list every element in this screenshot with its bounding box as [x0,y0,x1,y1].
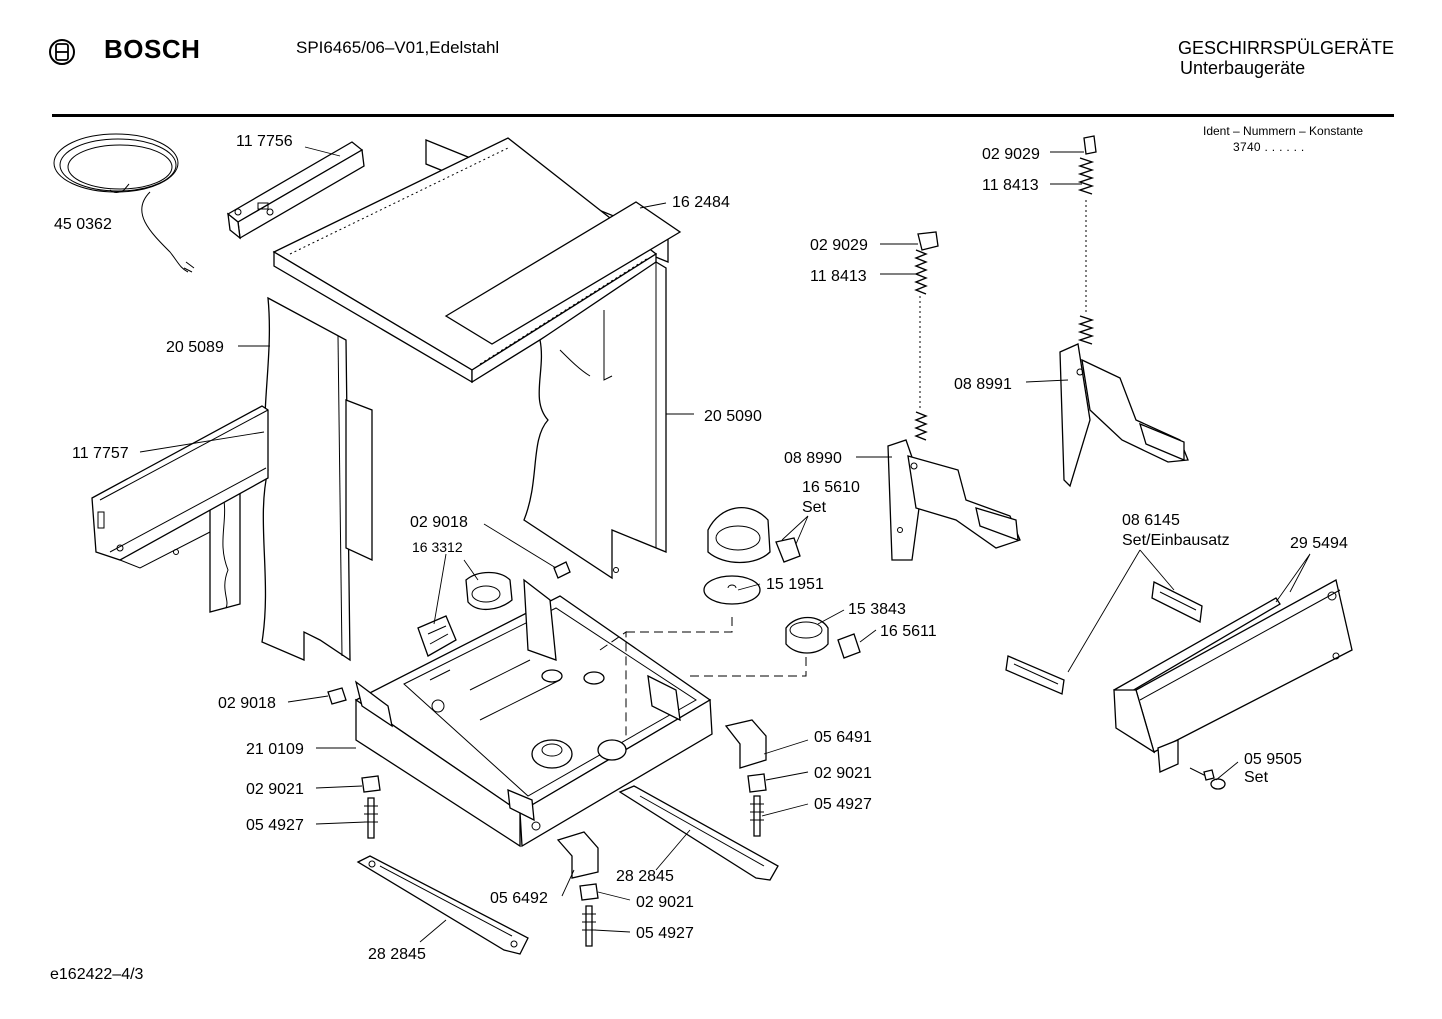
part-label: 11 7757 [72,445,129,462]
part-label: Set [1244,769,1269,786]
mounting-set-part [1005,581,1203,695]
side-panel-left-part [209,296,373,662]
part-label: 05 4927 [246,817,304,834]
power-cable-part [53,133,195,273]
part-label: 08 6145 [1122,512,1180,529]
part-label: 08 8990 [784,450,842,467]
part-labels: 11 7756 45 0362 16 2484 20 5089 11 7757 … [54,133,1348,963]
base-plates-part [356,785,779,955]
part-label: 16 5611 [880,623,937,640]
part-label: 16 5610 [802,479,860,496]
part-label: 02 9018 [218,695,276,712]
part-label: 08 8991 [954,376,1012,393]
drawing-code: e162422–4/3 [50,966,144,983]
feet-part [361,773,767,947]
brand-name: BOSCH [104,34,201,64]
part-label: 11 8413 [810,268,867,285]
category-subtitle: Unterbaugeräte [1180,58,1306,78]
part-label: 29 5494 [1290,535,1348,552]
part-label: 02 9021 [246,781,304,798]
part-label: 21 0109 [246,741,304,758]
cabinet-top-part [272,137,682,384]
leader-lines [139,146,1311,943]
part-label: 02 9029 [982,146,1040,163]
screw-set-part [1189,767,1226,790]
part-label: 02 9021 [814,765,872,782]
part-label: 05 9505 [1244,751,1302,768]
part-label: Set [802,499,827,516]
hinge-right-part [1059,135,1189,488]
part-label: 45 0362 [54,216,112,233]
part-label: 28 2845 [616,868,674,885]
side-panel-right-part [523,261,667,580]
top-rail-part [226,141,365,240]
part-label: 05 6491 [814,729,872,746]
base-tub-part [354,578,713,848]
part-label: 02 9021 [636,894,694,911]
part-label: 15 3843 [848,601,906,618]
part-label: 02 9018 [410,514,468,531]
valve-part [327,561,571,705]
part-label: 16 3312 [412,539,463,555]
part-label: 05 6492 [490,890,548,907]
part-label: 28 2845 [368,946,426,963]
bottom-rail-left-part [91,405,269,569]
bosch-logo-icon [49,39,75,65]
part-label: 20 5090 [704,408,762,425]
part-label: 11 7756 [236,133,293,150]
part-label: Set/Einbausatz [1122,532,1230,549]
part-label: 02 9029 [810,237,868,254]
part-label: 15 1951 [766,576,824,593]
brackets-part [556,719,767,879]
part-label: 20 5089 [166,339,224,356]
hinge-left-part [887,231,1021,561]
pump-assembly-part [703,507,861,659]
part-label: 05 4927 [814,796,872,813]
part-label: 16 2484 [672,194,730,211]
header-divider [52,114,1394,117]
part-label: 11 8413 [982,177,1039,194]
part-label: 05 4927 [636,925,694,942]
ident-value: 3740 . . . . . . [1233,140,1305,154]
model-designation: SPI6465/06–V01,Edelstahl [296,38,500,57]
category-title: GESCHIRRSPÜLGERÄTE [1178,38,1395,58]
ident-label: Ident – Nummern – Konstante [1203,124,1364,138]
kickplate-part [1113,579,1353,773]
